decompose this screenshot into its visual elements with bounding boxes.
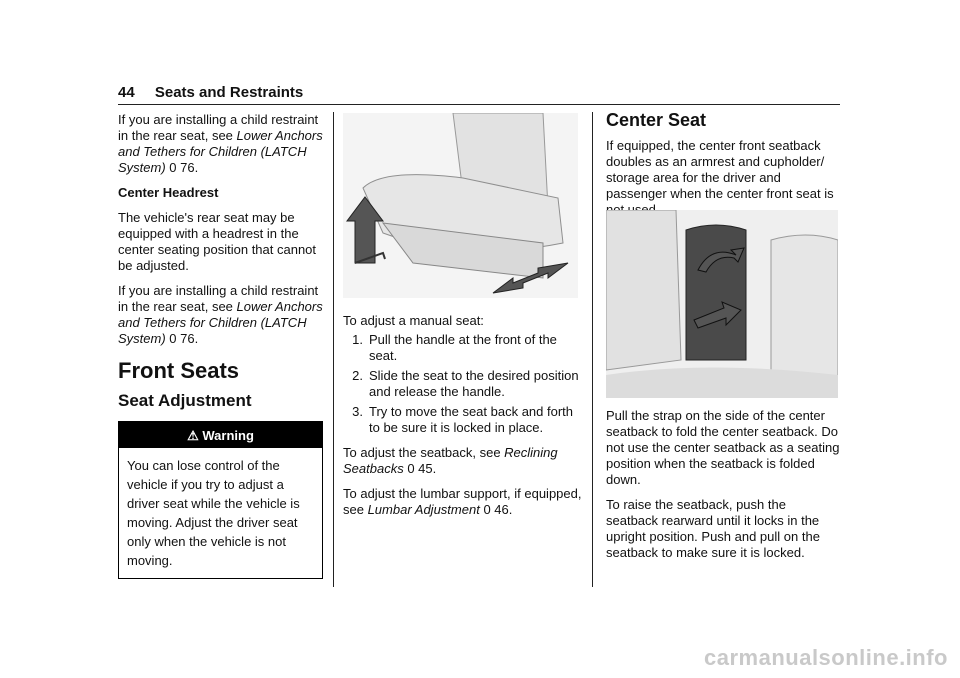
watermark: carmanualsonline.info <box>704 645 948 670</box>
column-2: To adjust a manual seat: 1. Pull the hand… <box>343 313 583 527</box>
paragraph: To adjust a manual seat: <box>343 313 484 328</box>
step-text: Slide the seat to the desired position a… <box>369 368 579 399</box>
heading-seat-adjustment: Seat Adjustment <box>118 391 252 410</box>
latch-link[interactable]: Lower Anchors and Tethers for Children (… <box>118 299 323 346</box>
page-ref[interactable]: 0 46. <box>483 502 513 517</box>
page-ref[interactable]: 0 76. <box>169 160 199 175</box>
step-number: 3. <box>352 404 363 419</box>
warning-box: ⚠ Warning You can lose control of the ve… <box>118 421 323 579</box>
list-item: 2. Slide the seat to the desired position… <box>343 368 583 400</box>
paragraph: Pull the strap on the side of the center… <box>606 408 840 487</box>
paragraph: To raise the seatback, push the seatback… <box>606 497 820 560</box>
heading-front-seats: Front Seats <box>118 358 240 383</box>
text: If you are installing a child restraint … <box>118 283 319 314</box>
steps-list: 1. Pull the handle at the front of the se… <box>343 332 583 436</box>
column-3: Center Seat If equipped, the center fron… <box>606 110 840 227</box>
step-number: 2. <box>352 368 363 383</box>
page-number: 44 <box>118 84 135 101</box>
paragraph: If you are installing a child restraint … <box>118 112 323 176</box>
list-item: 1. Pull the handle at the front of the se… <box>343 332 583 364</box>
heading-center-seat: Center Seat <box>606 110 707 130</box>
warning-header: ⚠ Warning <box>119 422 322 448</box>
text: If you are installing a child restraint … <box>118 112 319 143</box>
paragraph: The vehicle's rear seat may be equipped … <box>118 210 317 273</box>
paragraph: To adjust the lumbar support, if equippe… <box>343 486 583 518</box>
section-title: Seats and Restraints <box>154 84 304 101</box>
text: To adjust the lumbar support, if equippe… <box>343 486 582 517</box>
column-divider-2 <box>592 112 593 587</box>
paragraph: If you are installing a child restraint … <box>118 283 323 347</box>
column-1: If you are installing a child restraint … <box>118 112 323 579</box>
lumbar-adjustment-link[interactable]: Lumbar Adjustment <box>367 502 480 517</box>
page-ref[interactable]: 0 76. <box>169 331 199 346</box>
column-3-lower: Pull the strap on the side of the center… <box>606 408 840 570</box>
warning-icon: ⚠ <box>187 428 199 443</box>
warning-body: You can lose control of the vehicle if y… <box>127 458 300 568</box>
page-header: 44 Seats and Restraints <box>118 84 303 101</box>
page-ref[interactable]: 0 45. <box>407 461 437 476</box>
paragraph: If equipped, the center front seatback d… <box>606 138 834 217</box>
list-item: 3. Try to move the seat back and forth to… <box>343 404 583 436</box>
reclining-seatbacks-link[interactable]: Reclining Seatbacks <box>343 445 558 476</box>
latch-link[interactable]: Lower Anchors and Tethers for Children (… <box>118 128 323 175</box>
warning-title: Warning <box>202 428 254 443</box>
step-text: Pull the handle at the front of the seat… <box>369 332 557 363</box>
center-seat-illustration <box>605 209 839 399</box>
paragraph: To adjust the seatback, see Reclining Se… <box>343 445 583 477</box>
step-text: Try to move the seat back and forth to b… <box>369 404 574 435</box>
column-divider-1 <box>333 112 334 587</box>
seat-adjustment-illustration <box>343 112 578 298</box>
text: To adjust the seatback, see <box>343 445 505 460</box>
header-rule <box>118 104 840 105</box>
subheading-center-headrest: Center Headrest <box>118 185 219 200</box>
step-number: 1. <box>352 332 363 347</box>
